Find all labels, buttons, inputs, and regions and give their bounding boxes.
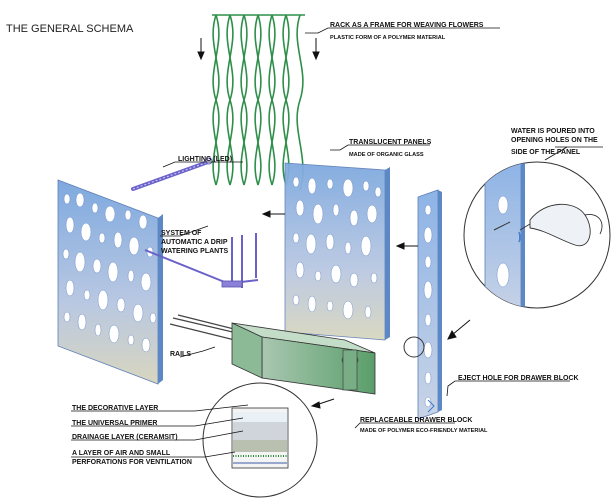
side-strip bbox=[418, 190, 442, 419]
drip-label-line-3: WATERING PLANTS bbox=[161, 248, 228, 255]
layers-detail-circle bbox=[203, 383, 317, 497]
water-label-line-1: WATER IS POURED INTO bbox=[511, 128, 595, 135]
rack-sublabel: PLASTIC FORM OF A POLYMER MATERIAL bbox=[330, 36, 445, 42]
primer-label: THE UNIVERSAL PRIMER bbox=[72, 420, 157, 427]
eject-hole-label: EJECT HOLE FOR DRAWER BLOCK bbox=[458, 375, 579, 382]
air-layer-label-line-2: PERFORATIONS FOR VENTILATION bbox=[72, 459, 192, 466]
drip-label-line-2: AUTOMATIC A DRIP bbox=[161, 239, 228, 246]
rack-label: RACK AS A FRAME FOR WEAVING FLOWERS bbox=[330, 22, 483, 29]
water-label-line-3: SIDE OF THE PANEL bbox=[511, 149, 580, 156]
air-layer-label-line-1: A LAYER OF AIR AND SMALL bbox=[72, 450, 170, 457]
drawer-block-sublabel: MADE OF POLYMER ECO-FRIENDLY MATERIAL bbox=[360, 429, 487, 435]
drainage-label: DRAINAGE LAYER (CERAMSIT) bbox=[72, 434, 178, 441]
rails-label: RAILS bbox=[170, 351, 191, 358]
translucent-panel bbox=[285, 163, 390, 340]
page-title: THE GENERAL SCHEMA bbox=[6, 23, 133, 35]
decorative-layer-label: THE DECORATIVE LAYER bbox=[72, 405, 158, 412]
drawer-block-label: REPLACEABLE DRAWER BLOCK bbox=[360, 417, 472, 424]
lighting-label: LIGHTING (LED) bbox=[178, 156, 232, 163]
water-label-line-2: OPENING HOLES ON THE bbox=[511, 137, 598, 144]
translucent-panels-sublabel: MADE OF ORGANIC GLASS bbox=[349, 153, 424, 159]
drip-label-line-1: SYSTEM OF bbox=[161, 230, 201, 237]
front-panel bbox=[58, 180, 163, 384]
water-detail-bubble bbox=[464, 160, 610, 320]
translucent-panels-label: TRANSLUCENT PANELS bbox=[349, 139, 431, 146]
